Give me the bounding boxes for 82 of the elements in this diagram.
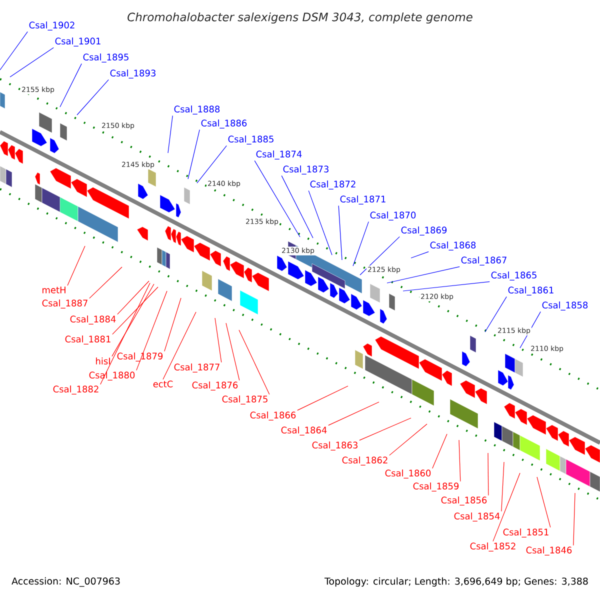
leader-line bbox=[492, 472, 520, 542]
leader-line bbox=[501, 462, 504, 512]
leader-line bbox=[60, 63, 82, 108]
gene-label: Csal_1873 bbox=[283, 166, 328, 174]
leader-line bbox=[67, 246, 86, 286]
gene-label: Csal_1858 bbox=[542, 302, 588, 310]
leader-line bbox=[458, 440, 461, 482]
gene-label: Csal_1869 bbox=[401, 226, 447, 236]
genome-info-text: Topology: circular; Length: 3,696,649 bp; Genes: 3,388 bbox=[324, 577, 588, 587]
gene-label: Csal_1861 bbox=[508, 286, 554, 296]
leader-line bbox=[76, 79, 109, 116]
leader-line bbox=[226, 322, 240, 381]
leader-line bbox=[281, 175, 314, 238]
leader-line bbox=[484, 296, 507, 332]
leader-line bbox=[214, 318, 222, 363]
gene-label: Csal_1874 bbox=[256, 150, 302, 160]
leader-line bbox=[297, 386, 348, 411]
leader-line bbox=[168, 115, 173, 154]
leader-line bbox=[338, 205, 342, 260]
gene-label: Csal_1884 bbox=[70, 316, 116, 324]
gene-label: metH bbox=[42, 286, 66, 294]
leader-line bbox=[328, 402, 380, 426]
gene-label: Csal_1865 bbox=[491, 272, 536, 280]
gene-label: Csal_1859 bbox=[413, 482, 459, 492]
gene-label: Csal_1851 bbox=[503, 528, 548, 538]
gene-label: Csal_1885 bbox=[228, 136, 274, 144]
gene-label: ectC bbox=[153, 380, 173, 388]
leader-line bbox=[164, 298, 182, 352]
gene-label: Csal_1888 bbox=[174, 106, 220, 114]
gene-label: Csal_1886 bbox=[201, 120, 247, 128]
leader-line bbox=[360, 236, 400, 276]
gene-label: Csal_1867 bbox=[461, 256, 506, 266]
gene-label: Csal_1876 bbox=[192, 382, 238, 390]
leader-line bbox=[10, 47, 54, 78]
gene-label: Csal_1852 bbox=[470, 542, 516, 552]
leader-line bbox=[89, 266, 122, 299]
leader-line bbox=[573, 492, 576, 546]
leader-line bbox=[488, 452, 489, 496]
leader-line bbox=[352, 221, 369, 266]
gene-label: Csal_1875 bbox=[222, 396, 268, 404]
leader-line bbox=[359, 418, 412, 441]
leader-line bbox=[112, 286, 158, 335]
gene-label: Csal_1864 bbox=[281, 426, 327, 436]
title: Chromohalobacter salexigens DSM 3043, complete genome bbox=[128, 12, 472, 24]
gene-label: Csal_1895 bbox=[83, 54, 128, 62]
leader-line bbox=[389, 424, 428, 456]
gene-label: Csal_1863 bbox=[312, 442, 358, 450]
leader-line bbox=[386, 266, 460, 284]
gene-label: Csal_1881 bbox=[65, 336, 110, 344]
leader-line bbox=[188, 129, 200, 180]
leader-line bbox=[254, 160, 300, 238]
leader-line bbox=[432, 434, 448, 469]
gene-label: Csal_1862 bbox=[342, 456, 388, 466]
gene-label: Csal_1871 bbox=[340, 196, 386, 204]
leader-line bbox=[100, 282, 150, 385]
leader-line bbox=[238, 330, 270, 395]
gene-label: Csal_1901 bbox=[55, 38, 100, 46]
gene-label: Csal_1877 bbox=[174, 364, 220, 372]
gene-label: Csal_1868 bbox=[430, 242, 476, 250]
gene-label: Csal_1882 bbox=[53, 386, 98, 394]
leader-line bbox=[136, 290, 168, 371]
leader-line bbox=[196, 145, 227, 184]
leader-line bbox=[308, 190, 332, 256]
gene-label: Csal_1887 bbox=[42, 300, 88, 308]
gene-label: Csal_1902 bbox=[29, 22, 74, 30]
gene-label: Csal_1846 bbox=[526, 546, 572, 556]
leader-line bbox=[536, 476, 551, 528]
leader-line bbox=[112, 284, 154, 357]
leader-line bbox=[402, 281, 490, 292]
leader-line bbox=[162, 312, 196, 380]
gene-label: Csal_1854 bbox=[454, 512, 500, 522]
accession-text: Accession: NC_007963 bbox=[12, 577, 120, 587]
gene-label: hisI bbox=[96, 358, 110, 364]
gene-label: Csal_1872 bbox=[310, 180, 356, 190]
leader-line bbox=[410, 251, 429, 258]
gene-label: Csal_1866 bbox=[250, 412, 296, 420]
gene-label: Csal_1860 bbox=[385, 470, 431, 478]
leader-line bbox=[0, 31, 28, 70]
leader-line bbox=[117, 280, 150, 315]
gene-label: Csal_1893 bbox=[110, 70, 156, 78]
gene-label: Csal_1856 bbox=[441, 496, 487, 506]
gene-label: Csal_1870 bbox=[370, 212, 416, 220]
